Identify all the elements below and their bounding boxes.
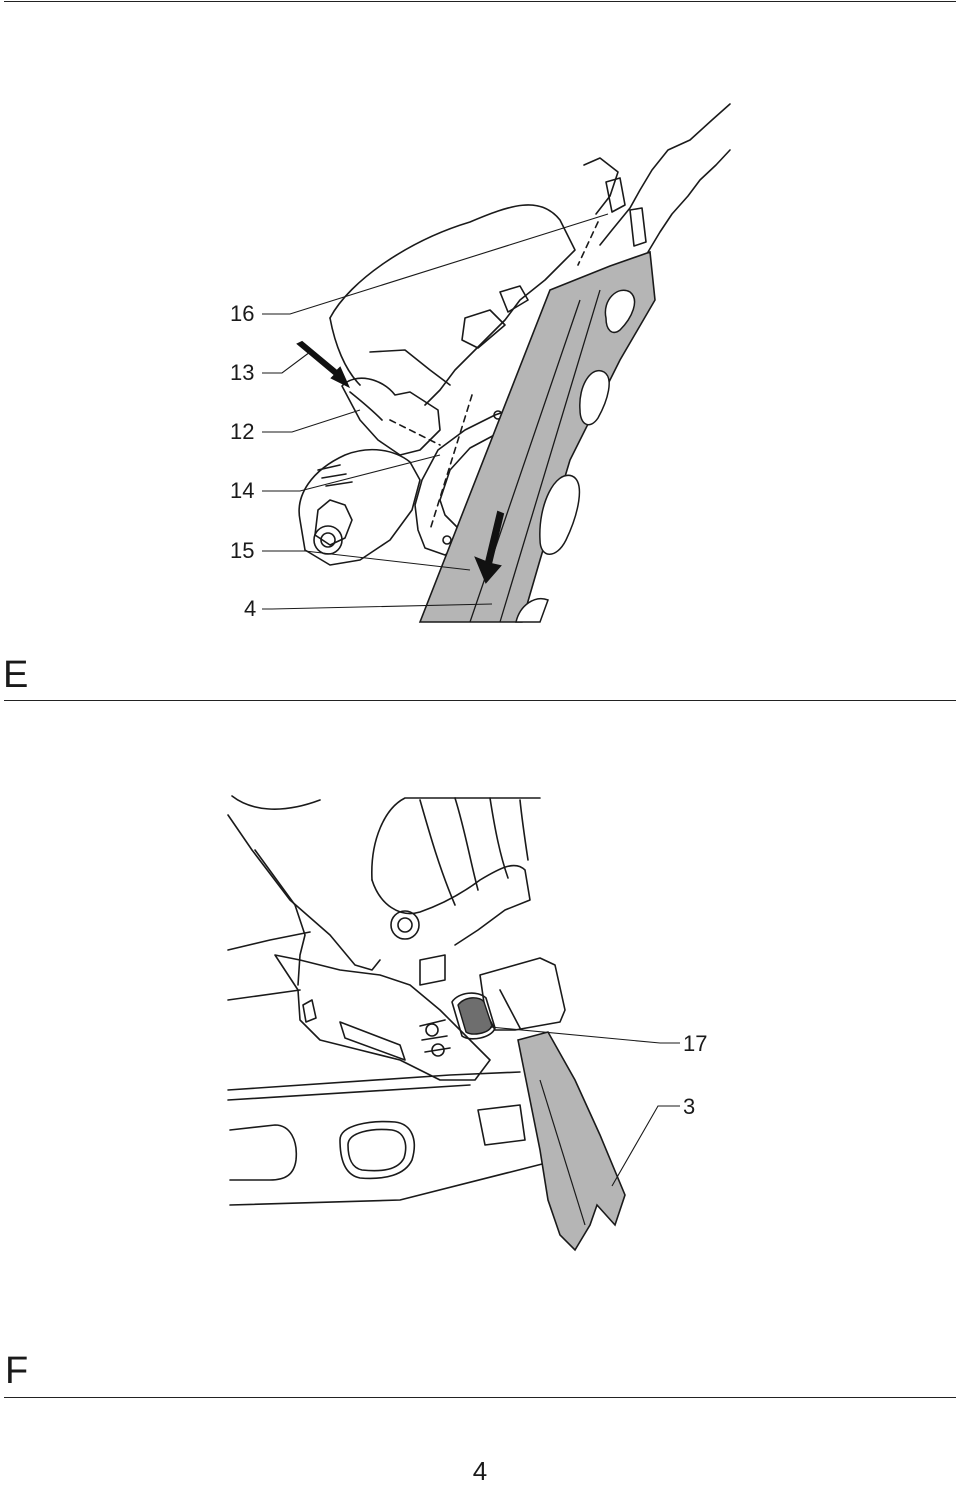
callout-14: 14 xyxy=(230,478,255,503)
figure-f-rule xyxy=(4,1397,956,1398)
top-rule xyxy=(4,1,956,2)
callout-17: 17 xyxy=(683,1031,708,1056)
figure-e-illustration xyxy=(262,103,731,623)
callout-13: 13 xyxy=(230,360,255,385)
page-number: 4 xyxy=(472,1456,488,1486)
figure-label-f: F xyxy=(5,1350,29,1392)
callout-4: 4 xyxy=(244,596,257,621)
figure-e-rule xyxy=(4,700,956,701)
figure-f-illustration xyxy=(227,795,680,1252)
callout-3: 3 xyxy=(683,1094,696,1119)
callout-16: 16 xyxy=(230,301,255,326)
callout-12: 12 xyxy=(230,419,255,444)
figure-label-e: E xyxy=(3,654,29,696)
callout-15: 15 xyxy=(230,538,255,563)
